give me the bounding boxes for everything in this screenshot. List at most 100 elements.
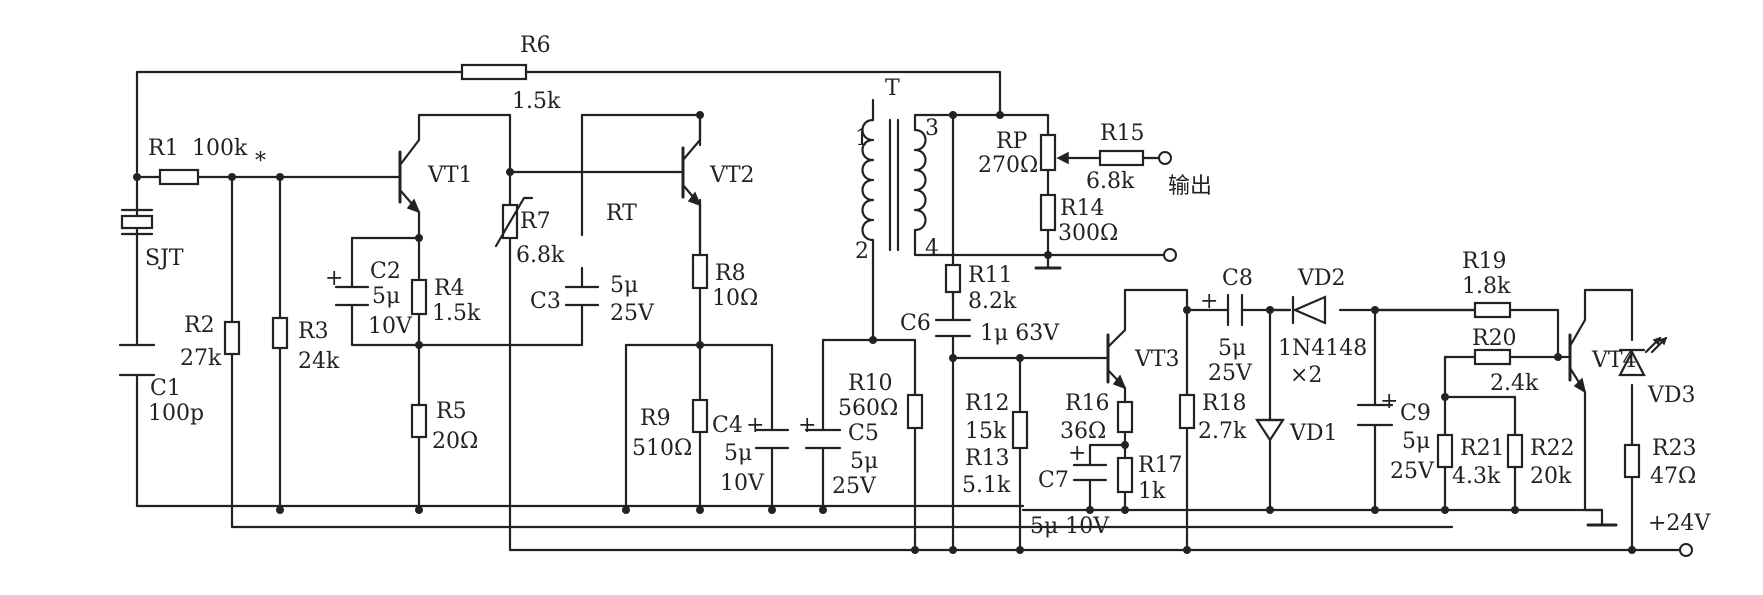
label-r12-value: 15k: [965, 419, 1007, 444]
label-r8: R8: [715, 261, 746, 286]
label-r7: R7: [520, 209, 551, 234]
label-r5: R5: [436, 399, 467, 424]
supply-terminal: [1679, 543, 1693, 557]
label-r12: R12: [965, 391, 1010, 416]
label-r19-value: 1.8k: [1462, 274, 1511, 299]
capacitor-c2: [334, 285, 370, 307]
label-t2: 2: [855, 239, 869, 264]
resistor-r12-r13: [1011, 410, 1029, 450]
resistor-r9: [691, 398, 709, 434]
label-c7: C7: [1038, 468, 1069, 493]
label-c5-plus: +: [798, 413, 816, 438]
label-c2-plus: +: [325, 266, 343, 291]
junction-dots: [133, 111, 1636, 554]
led-vd3: [1618, 336, 1668, 377]
label-r19: R19: [1462, 249, 1507, 274]
resistor-r15: [1098, 149, 1145, 167]
label-c2-v1: 5μ: [372, 284, 400, 309]
label-c3-v1: 5μ: [610, 273, 638, 298]
capacitor-c7: [1072, 463, 1108, 482]
label-c7-plus: +: [1068, 441, 1086, 466]
label-c9-v1: 5μ: [1402, 429, 1430, 454]
thermistor-rt: [494, 196, 534, 248]
label-c3: C3: [530, 289, 561, 314]
label-r14: R14: [1060, 196, 1105, 221]
label-r3: R3: [298, 319, 329, 344]
capacitor-c6: [934, 318, 972, 338]
resistors: [158, 63, 1641, 494]
label-rp: RP: [996, 129, 1028, 154]
label-r22: R22: [1530, 436, 1575, 461]
label-output: 输出: [1168, 174, 1212, 199]
label-vt3: VT3: [1134, 347, 1180, 372]
label-r15-value: 6.8k: [1086, 169, 1135, 194]
transformer-t: [861, 113, 955, 257]
capacitor-c3: [564, 285, 600, 307]
diodes: [1254, 295, 1668, 443]
label-r5-value: 20Ω: [432, 429, 478, 454]
label-t1: 1: [855, 126, 869, 151]
diode-vd2: [1291, 295, 1327, 325]
potentiometer-wiper: [1056, 151, 1069, 165]
resistor-r11: [944, 263, 962, 294]
label-c4-v2: 10V: [720, 471, 765, 496]
resistor-r22: [1506, 433, 1524, 469]
label-r16-value: 36Ω: [1060, 419, 1106, 444]
label-c4-v1: 5μ: [724, 441, 752, 466]
transistor-vt4: [1568, 318, 1587, 394]
label-c1-value: 100p: [148, 401, 204, 426]
label-r4: R4: [434, 276, 465, 301]
label-r17-value: 1k: [1138, 479, 1166, 504]
label-r20-value: 2.4k: [1490, 371, 1539, 396]
label-r21: R21: [1460, 436, 1505, 461]
label-vd3: VD3: [1647, 383, 1696, 408]
label-c8-v2: 25V: [1208, 361, 1253, 386]
crystal-sjt: [120, 208, 154, 242]
capacitor-c5: [804, 428, 842, 450]
labels: R6 1.5k R1 100k * SJT C1 100p R2 27k R3 …: [145, 33, 1711, 539]
label-c3-v2: 25V: [610, 301, 655, 326]
label-r9-value: 510Ω: [632, 436, 692, 461]
label-r18-value: 2.7k: [1198, 419, 1247, 444]
label-r11: R11: [968, 263, 1013, 288]
resistor-r14: [1039, 193, 1057, 232]
capacitor-c9: [1356, 403, 1394, 427]
label-r14-value: 300Ω: [1058, 221, 1118, 246]
label-r22-value: 20k: [1530, 464, 1572, 489]
label-r6: R6: [520, 33, 551, 58]
label-r16: R16: [1065, 391, 1110, 416]
resistor-r10: [906, 393, 924, 430]
capacitor-c8: [1226, 293, 1244, 327]
label-r8-value: 10Ω: [712, 286, 758, 311]
label-r13-value: 5.1k: [962, 473, 1011, 498]
label-c2: C2: [370, 259, 401, 284]
resistor-rp: [1039, 133, 1057, 172]
label-c5-v2: 25V: [832, 474, 877, 499]
label-r23: R23: [1652, 436, 1697, 461]
label-c6-value: 1μ 63V: [980, 321, 1060, 346]
transistor-vt3: [1093, 328, 1127, 390]
diode-vd1: [1254, 418, 1286, 443]
label-c9-v2: 25V: [1390, 459, 1435, 484]
label-c4-plus: +: [746, 413, 764, 438]
label-c9: C9: [1400, 401, 1431, 426]
label-c2-v2: 10V: [368, 314, 413, 339]
label-c6: C6: [900, 311, 931, 336]
resistor-r19: [1473, 301, 1512, 319]
resistor-r16: [1116, 400, 1134, 434]
label-vd2-v1: 1N4148: [1278, 336, 1367, 361]
transistors: [386, 113, 1587, 394]
output-terminal-bottom: [1163, 248, 1177, 262]
label-rt: RT: [606, 201, 637, 226]
resistor-r3: [271, 316, 289, 350]
label-vd2-v2: ×2: [1290, 363, 1322, 388]
resistor-r23: [1623, 443, 1641, 479]
label-t4: 4: [925, 236, 939, 261]
label-r11-value: 8.2k: [968, 289, 1017, 314]
label-r15: R15: [1100, 121, 1145, 146]
label-r3-value: 24k: [298, 349, 340, 374]
terminals: [1158, 151, 1693, 557]
label-vt4: VT4: [1591, 348, 1637, 373]
